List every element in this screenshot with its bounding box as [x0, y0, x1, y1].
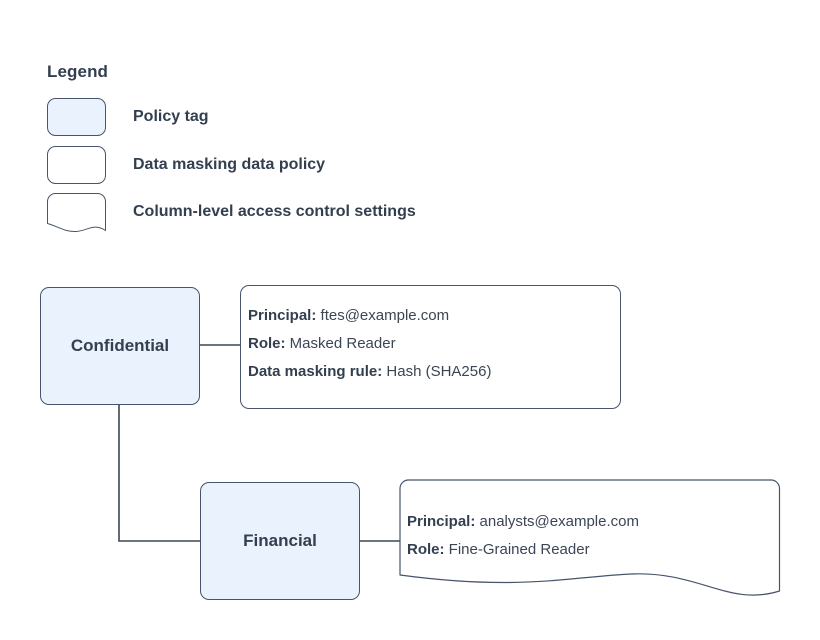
settings-value-role: Fine-Grained Reader	[448, 541, 590, 558]
masking-value-rule: Hash (SHA256)	[386, 363, 492, 380]
masking-line-principal: Principal: ftes@example.com	[248, 302, 612, 330]
masking-value-principal: ftes@example.com	[320, 307, 450, 324]
column-access-settings-card-text: Principal: analysts@example.com Role: Fi…	[407, 508, 772, 564]
settings-label-principal: Principal:	[407, 513, 476, 530]
policy-tag-node-confidential[interactable]: Confidential	[40, 287, 200, 405]
masking-label-rule: Data masking rule:	[248, 363, 383, 380]
settings-line-principal: Principal: analysts@example.com	[407, 508, 772, 536]
policy-tag-label-financial: Financial	[243, 531, 317, 550]
masking-label-principal: Principal:	[248, 307, 317, 324]
data-masking-policy-card[interactable]: Principal: ftes@example.com Role: Masked…	[240, 285, 621, 409]
data-masking-policy-swatch-icon	[47, 146, 106, 184]
data-masking-policy-card-text: Principal: ftes@example.com Role: Masked…	[248, 302, 612, 386]
legend-title: Legend	[47, 62, 109, 81]
settings-value-principal: analysts@example.com	[479, 513, 639, 530]
legend-label-column-access-settings: Column-level access control settings	[133, 203, 416, 220]
settings-line-role: Role: Fine-Grained Reader	[407, 536, 772, 564]
column-access-settings-card[interactable]: Principal: analysts@example.com Role: Fi…	[399, 479, 782, 599]
column-access-settings-swatch-icon	[47, 193, 106, 233]
legend-label-data-masking-policy: Data masking data policy	[133, 156, 326, 173]
policy-tag-swatch-icon	[47, 98, 106, 136]
settings-label-role: Role:	[407, 541, 445, 558]
policy-tag-node-financial[interactable]: Financial	[200, 482, 360, 600]
masking-value-role: Masked Reader	[289, 335, 396, 352]
legend-label-policy-tag: Policy tag	[133, 108, 209, 125]
column-access-settings-card-shape	[399, 479, 781, 596]
connector-confidential-to-financial	[118, 405, 200, 542]
masking-label-role: Role:	[248, 335, 286, 352]
policy-tag-label-confidential: Confidential	[70, 336, 170, 355]
masking-line-rule: Data masking rule: Hash (SHA256)	[248, 358, 612, 386]
masking-line-role: Role: Masked Reader	[248, 330, 612, 358]
